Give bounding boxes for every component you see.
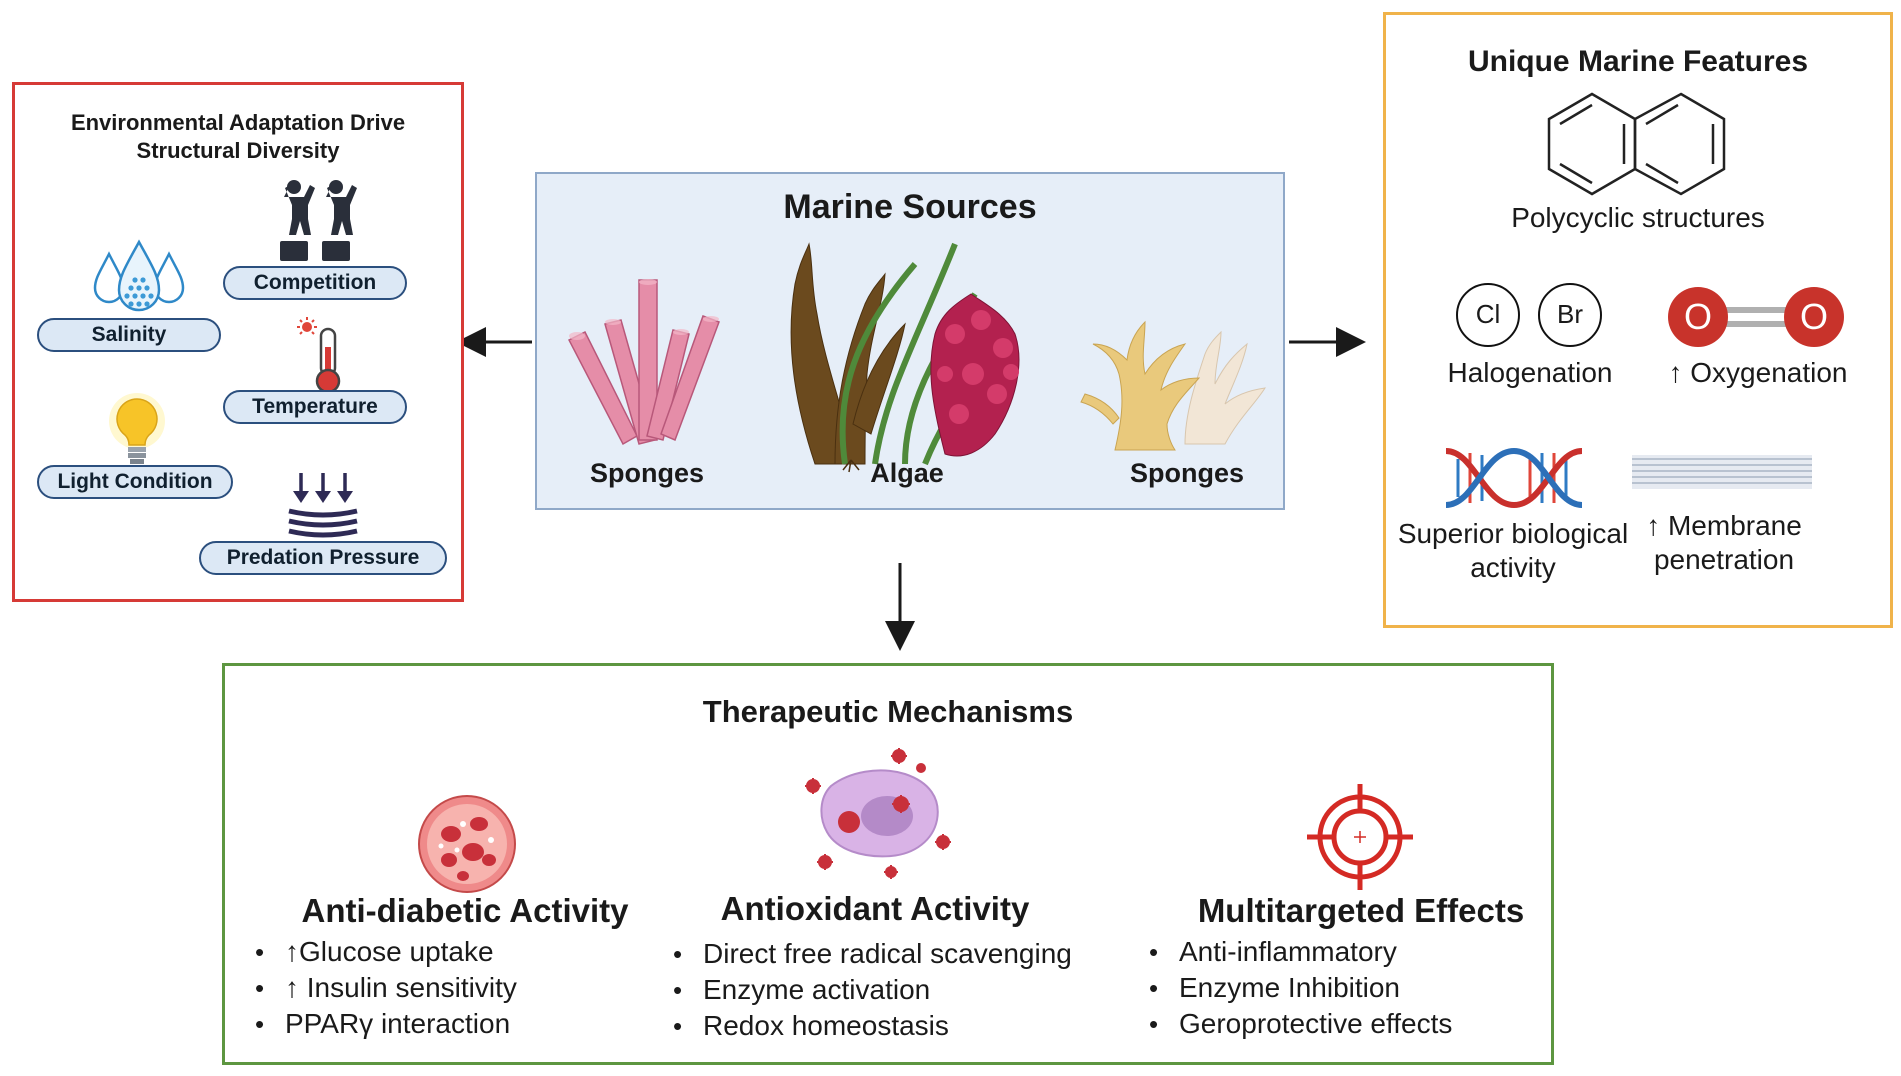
marine-sources-title: Marine Sources bbox=[783, 188, 1037, 226]
polycyclic-structure-icon bbox=[1547, 92, 1726, 196]
list-item: Geroprotective effects bbox=[1149, 1006, 1452, 1042]
light-condition-pill: Light Condition bbox=[37, 465, 233, 499]
salinity-pill: Salinity bbox=[37, 318, 221, 352]
list-item: Redox homeostasis bbox=[673, 1008, 1072, 1044]
marine-sources-panel: Marine Sources Sponges bbox=[535, 172, 1285, 510]
predation-pressure-pill: Predation Pressure bbox=[199, 541, 447, 575]
competition-icon bbox=[280, 180, 357, 261]
multitargeted-list: Anti-inflammatory Enzyme Inhibition Gero… bbox=[1149, 934, 1452, 1042]
temperature-pill: Temperature bbox=[223, 390, 407, 424]
source-label-algae: Algae bbox=[870, 458, 944, 488]
oxygen-right-symbol: O bbox=[1799, 296, 1828, 337]
marine-features-panel: Unique Marine Features Polycyclic struct… bbox=[1383, 12, 1893, 628]
list-item: PPARγ interaction bbox=[255, 1006, 517, 1042]
biological-activity-label: Superior biological activity bbox=[1397, 518, 1629, 583]
light-bulb-icon bbox=[109, 393, 165, 469]
blood-cell-icon bbox=[418, 795, 516, 893]
list-item: Enzyme Inhibition bbox=[1149, 970, 1452, 1006]
target-icon bbox=[1307, 784, 1413, 890]
therapy-title: Therapeutic Mechanisms bbox=[702, 694, 1074, 729]
environment-panel: Environmental Adaptation Drive Structura… bbox=[12, 82, 464, 602]
polycyclic-label: Polycyclic structures bbox=[1511, 202, 1765, 233]
membrane-penetration-label: ↑ Membrane penetration bbox=[1646, 510, 1802, 575]
algae-image bbox=[790, 242, 1020, 473]
bromine-symbol: Br bbox=[1538, 283, 1602, 347]
features-title: Unique Marine Features bbox=[1467, 45, 1809, 78]
dna-helix-icon bbox=[1445, 447, 1583, 509]
list-item: ↑ Insulin sensitivity bbox=[255, 970, 517, 1006]
list-item: ↑Glucose uptake bbox=[255, 934, 517, 970]
antidiabetic-list: ↑Glucose uptake ↑ Insulin sensitivity PP… bbox=[255, 934, 517, 1042]
oxygen-left-symbol: O bbox=[1683, 296, 1712, 337]
therapeutic-mechanisms-panel: Therapeutic Mechanisms Anti-diabetic Act… bbox=[222, 663, 1554, 1065]
oxygen-molecule-icon bbox=[1668, 287, 1844, 347]
oxidative-cell-icon bbox=[805, 748, 951, 879]
tube-sponge-image bbox=[567, 279, 720, 446]
multitargeted-title: Multitargeted Effects bbox=[1197, 892, 1525, 929]
environment-title: Environmental Adaptation Drive Structura… bbox=[70, 110, 406, 163]
pressure-arrows-icon bbox=[288, 473, 358, 538]
antidiabetic-title: Anti-diabetic Activity bbox=[301, 892, 629, 929]
list-item: Anti-inflammatory bbox=[1149, 934, 1452, 970]
list-item: Direct free radical scavenging bbox=[673, 936, 1072, 972]
chlorine-symbol: Cl bbox=[1456, 283, 1520, 347]
thermometer-icon bbox=[297, 317, 341, 394]
antioxidant-title: Antioxidant Activity bbox=[720, 890, 1030, 927]
antioxidant-list: Direct free radical scavenging Enzyme ac… bbox=[673, 936, 1072, 1044]
halogenation-label: Halogenation bbox=[1447, 357, 1613, 388]
source-label-sponges-1: Sponges bbox=[589, 458, 704, 488]
water-drops-icon bbox=[93, 239, 185, 312]
list-item: Enzyme activation bbox=[673, 972, 1072, 1008]
oxygenation-label: ↑ Oxygenation bbox=[1668, 357, 1848, 388]
membrane-icon bbox=[1632, 455, 1812, 489]
competition-pill: Competition bbox=[223, 266, 407, 300]
source-label-sponges-2: Sponges bbox=[1129, 458, 1244, 488]
branching-sponge-image bbox=[1080, 320, 1266, 451]
